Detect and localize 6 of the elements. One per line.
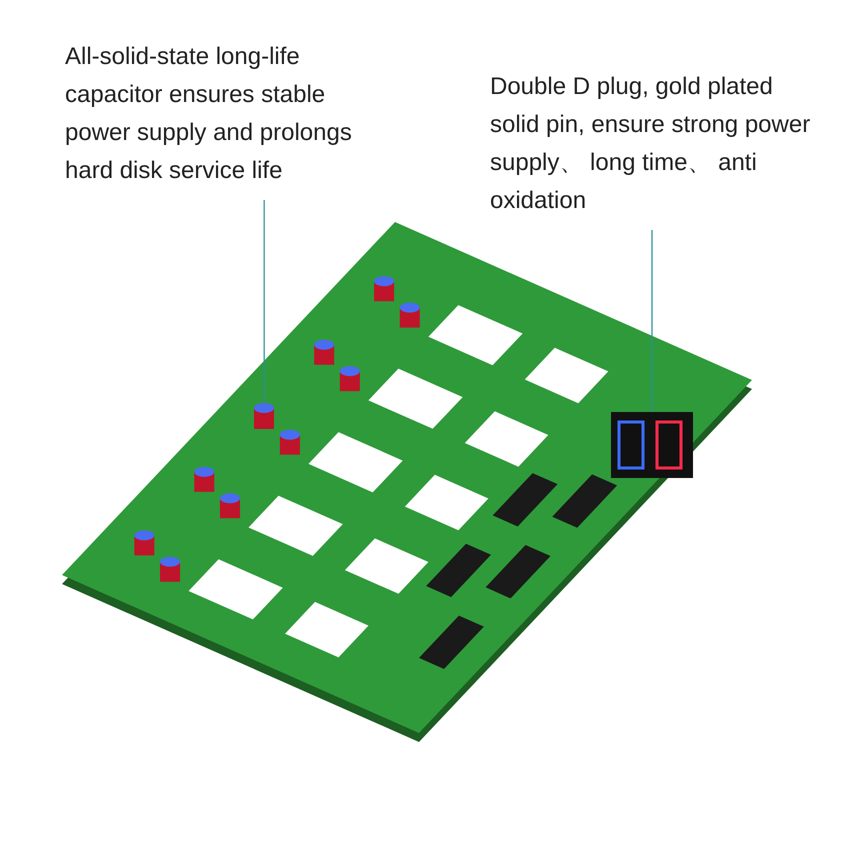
plug-drawing: [611, 412, 693, 478]
callout-text: Double D plug, gold plated solid pin, ensure strong power supply、 long time、 anti oxidation: [490, 72, 812, 216]
capacitor-drawing: [253, 402, 276, 430]
callout-text: All-solid-state long-life capacitor ensures stable power supply and prolongs hard disk service life: [65, 42, 353, 186]
leader-line: [264, 200, 265, 402]
leader-line: [651, 230, 653, 412]
